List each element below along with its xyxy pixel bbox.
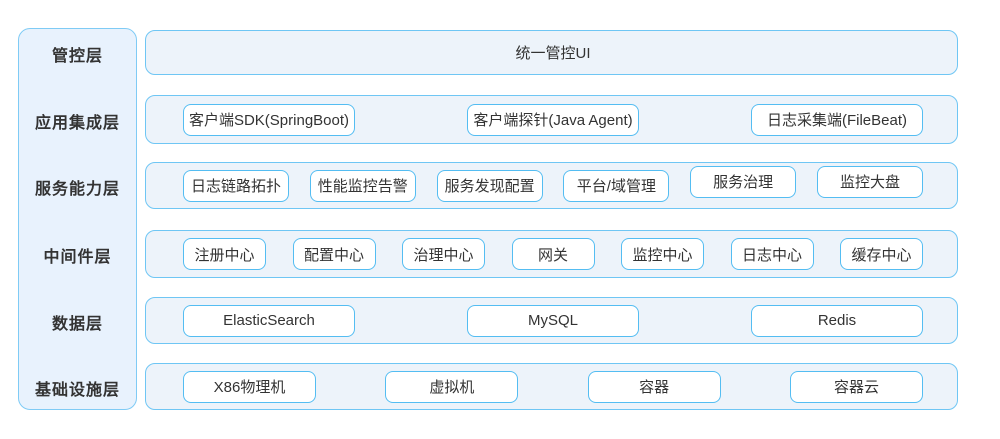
layer-row-infrastructure: X86物理机 虚拟机 容器 容器云 [145, 363, 958, 410]
layer-label-capability: 服务能力层 [34, 180, 120, 198]
layer-label-integration: 应用集成层 [34, 114, 120, 132]
layer-item: 统一管控UI [515, 45, 591, 62]
layer-item: 性能监控告警 [309, 169, 416, 202]
layer-item: 治理中心 [402, 238, 485, 270]
layer-item: 日志链路拓扑 [183, 169, 289, 202]
layer-item: 客户端SDK(SpringBoot) [183, 103, 355, 136]
layer-item: 监控大盘 [816, 165, 923, 198]
layer-row-middleware: 注册中心配置中心治理中心网关监控中心日志中心缓存中心 [145, 230, 958, 278]
layer-item: 平台/域管理 [563, 169, 670, 202]
layer-item: 网关 [511, 238, 595, 270]
layer-item: 缓存中心 [840, 238, 923, 270]
layer-item: 日志采集端(FileBeat) [751, 103, 923, 136]
layer-item: ElasticSearch [183, 304, 355, 337]
layer-item: 容器云 [789, 370, 923, 403]
layer-item: MySQL [467, 304, 639, 337]
layer-item: 服务发现配置 [436, 169, 543, 202]
layer-row-control: 统一管控UI [145, 30, 958, 75]
layer-item: 虚拟机 [385, 370, 519, 403]
layer-item: 容器 [587, 370, 721, 403]
layer-label-infrastructure: 基础设施层 [34, 381, 120, 399]
layer-item: 监控中心 [621, 238, 704, 270]
layer-label-control: 管控层 [51, 47, 103, 65]
layer-item: 客户端探针(Java Agent) [467, 103, 639, 136]
layer-item: 注册中心 [183, 238, 266, 270]
layer-row-data: ElasticSearch MySQL Redis [145, 297, 958, 344]
layer-item: Redis [751, 304, 923, 337]
layer-row-integration: 客户端SDK(SpringBoot) 客户端探针(Java Agent) 日志采集端… [145, 95, 958, 144]
layer-item: 配置中心 [292, 238, 376, 270]
layer-item: 日志中心 [730, 238, 814, 270]
layer-label-column: 管控层 应用集成层 服务能力层 中间件层 数据层 基础设施层 [18, 28, 137, 410]
layer-label-middleware: 中间件层 [43, 249, 112, 266]
layer-item: X86物理机 [183, 370, 316, 403]
layer-label-data: 数据层 [51, 315, 103, 333]
layer-row-capability: 日志链路拓扑性能监控告警服务发现配置平台/域管理服务治理监控大盘 [145, 162, 958, 209]
layer-item: 服务治理 [690, 165, 797, 198]
